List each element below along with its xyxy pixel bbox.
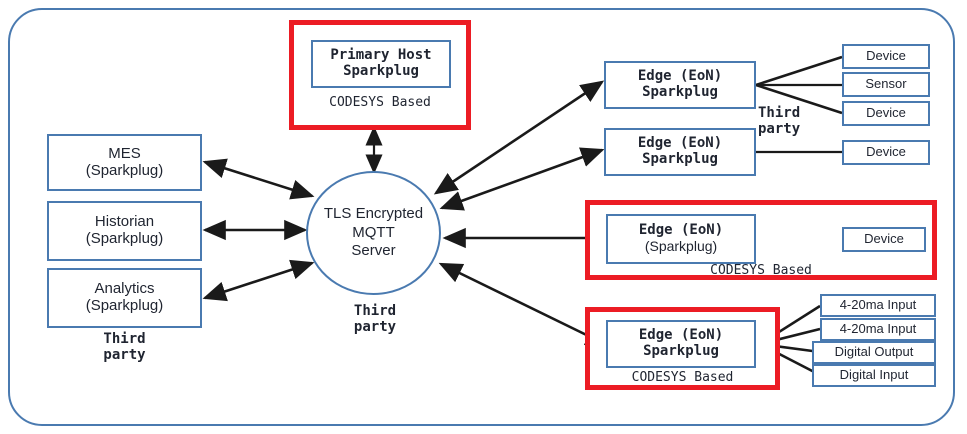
edge-node-4-line1: Edge (EoN): [638, 327, 724, 344]
device-box-edge1-device1[interactable]: Device: [842, 44, 930, 69]
io-label: 4-20ma Input: [839, 321, 917, 337]
device-box-edge1-device2[interactable]: Device: [842, 101, 930, 126]
client-box-historian[interactable]: Historian (Sparkplug): [47, 201, 202, 261]
mqtt-broker-circle[interactable]: TLS Encrypted MQTT Server: [306, 171, 441, 295]
client-box-mes[interactable]: MES (Sparkplug): [47, 134, 202, 191]
edge-node-2-line2: Sparkplug: [642, 151, 718, 167]
edge-node-3-codesys-label: CODESYS Based: [710, 263, 812, 278]
edge-node-1-line1: Edge (EoN): [637, 68, 723, 85]
client-analytics-line2: (Sparkplug): [85, 297, 164, 314]
io-label: Digital Input: [839, 367, 909, 383]
device-label: Sensor: [865, 76, 907, 92]
device-box-edge3-device1[interactable]: Device: [842, 227, 926, 252]
client-mes-line2: (Sparkplug): [85, 161, 164, 179]
broker-label: TLS Encrypted MQTT Server: [324, 205, 423, 261]
edge-node-1-box[interactable]: Edge (EoN) Sparkplug: [604, 61, 756, 109]
edge-node-1-third-party-label: Third party: [758, 105, 801, 138]
device-label: Device: [866, 48, 906, 64]
client-historian-line2: (Sparkplug): [85, 230, 164, 247]
left-clients-third-party-label: Third party: [103, 331, 146, 364]
device-label: Device: [864, 231, 904, 247]
client-analytics-line1: Analytics: [94, 280, 155, 298]
broker-line2: MQTT: [352, 223, 395, 241]
io-label: 4-20ma Input: [839, 297, 917, 313]
edge-node-1-line2: Sparkplug: [642, 84, 718, 100]
primary-host-line1: Primary Host: [330, 47, 432, 64]
edge-node-4-box[interactable]: Edge (EoN) Sparkplug: [606, 320, 756, 368]
edge-node-4-codesys-label: CODESYS Based: [631, 370, 734, 385]
client-mes-line1: MES: [108, 144, 141, 162]
edge-node-2-line1: Edge (EoN): [637, 135, 723, 152]
device-box-edge2-device1[interactable]: Device: [842, 140, 930, 165]
outer-boundary: [8, 8, 955, 426]
io-box-edge4-3[interactable]: Digital Output: [812, 341, 936, 364]
edge-node-3-line1: Edge (EoN): [638, 222, 724, 239]
primary-host-codesys-label: CODESYS Based: [329, 95, 431, 110]
device-label: Device: [866, 105, 906, 121]
broker-line3: Server: [351, 242, 396, 260]
io-label: Digital Output: [834, 344, 914, 360]
edge-node-3-line2: (Sparkplug): [644, 238, 718, 254]
client-historian-line1: Historian: [94, 213, 155, 231]
edge-node-2-box[interactable]: Edge (EoN) Sparkplug: [604, 128, 756, 176]
broker-line1: TLS Encrypted: [323, 204, 424, 222]
device-box-edge1-sensor[interactable]: Sensor: [842, 72, 930, 97]
broker-third-party-label: Third party: [353, 303, 397, 336]
primary-host-box[interactable]: Primary Host Sparkplug: [311, 40, 451, 88]
io-box-edge4-2[interactable]: 4-20ma Input: [820, 318, 936, 341]
edge-node-3-box[interactable]: Edge (EoN) (Sparkplug): [606, 214, 756, 264]
primary-host-codesys-group: Primary Host Sparkplug CODESYS Based: [289, 20, 471, 130]
device-label: Device: [866, 144, 906, 160]
primary-host-line2: Sparkplug: [343, 63, 419, 79]
io-box-edge4-1[interactable]: 4-20ma Input: [820, 294, 936, 317]
io-box-edge4-4[interactable]: Digital Input: [812, 364, 936, 387]
client-box-analytics[interactable]: Analytics (Sparkplug): [47, 268, 202, 328]
edge-node-4-line2: Sparkplug: [643, 343, 719, 359]
